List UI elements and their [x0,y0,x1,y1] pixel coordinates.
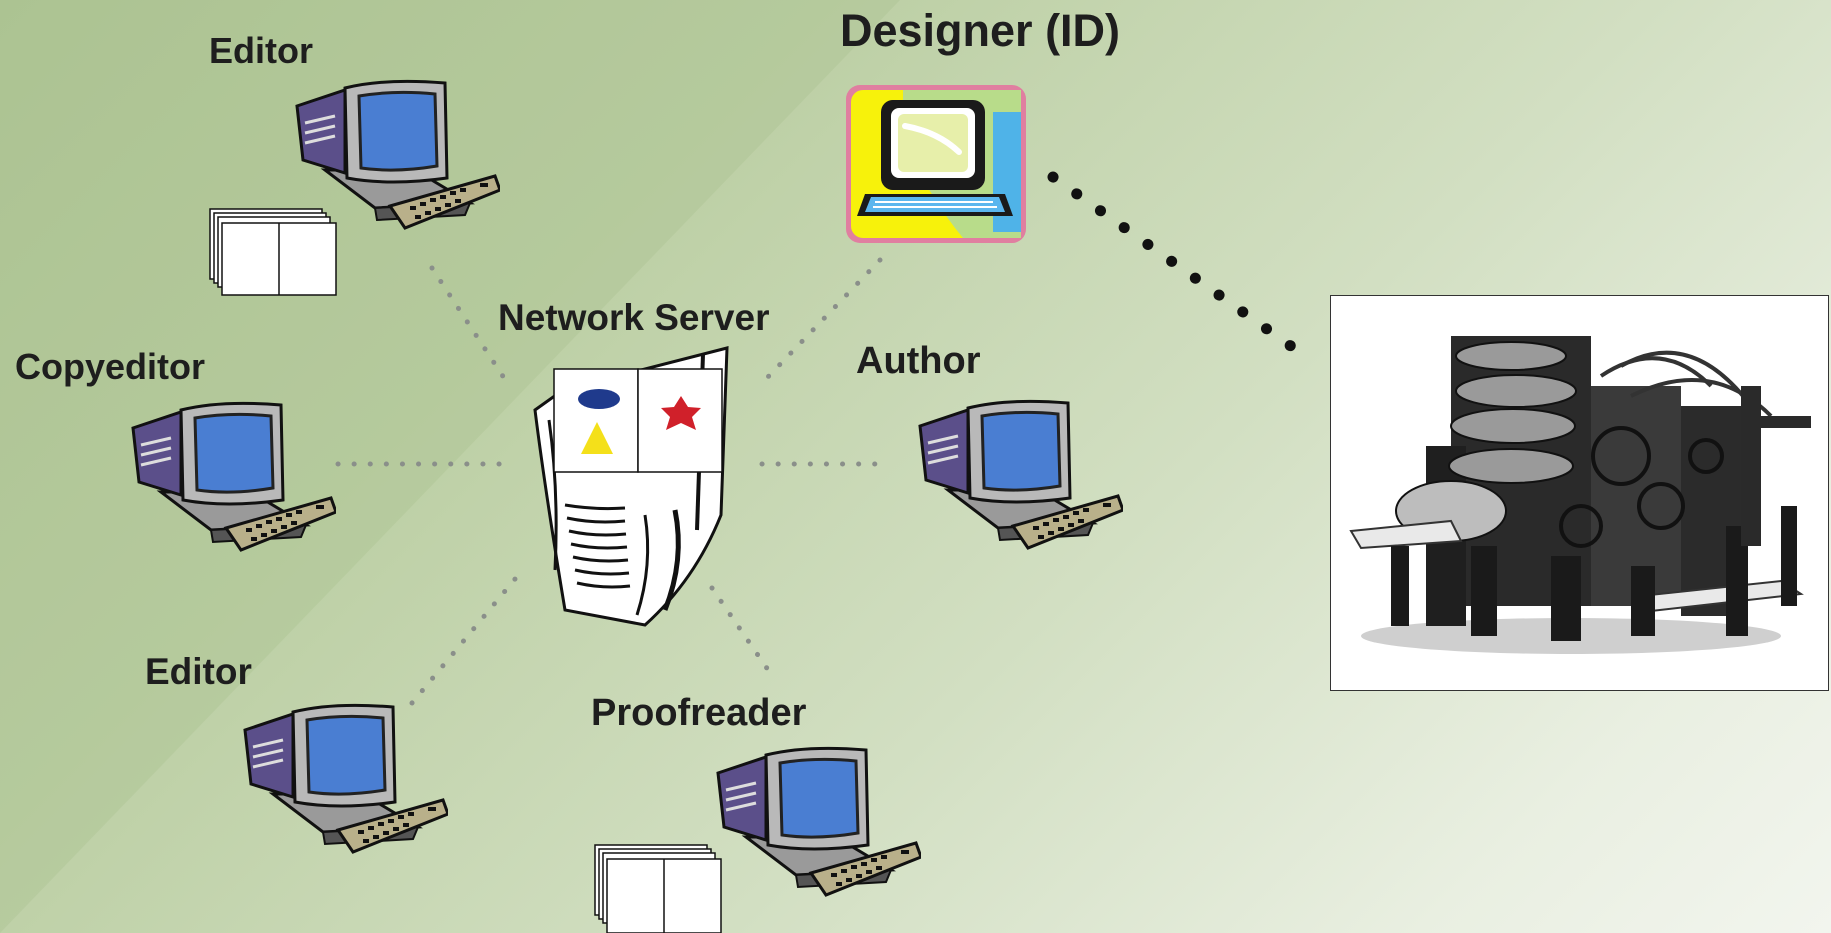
computer-icon [131,400,336,562]
link-designer-press [1047,171,1308,360]
label-editor-bottom: Editor [145,651,252,692]
label-designer: Designer (ID) [840,5,1121,56]
link-proofreader [709,585,778,683]
computer-icon [716,745,921,907]
label-author: Author [856,340,981,382]
laptop-icon [843,82,1029,247]
document-stack-icon [593,843,723,933]
label-proofreader: Proofreader [591,692,807,734]
link-editor-bottom [409,564,528,706]
computer-icon [243,702,448,864]
triangle-shape [581,422,613,454]
label-network-server: Network Server [498,297,770,338]
ellipse-shape [578,389,620,409]
star-shape [661,396,701,430]
computer-icon [918,398,1123,560]
printing-press-icon [1330,295,1829,691]
shapes-card [553,368,723,473]
link-editor-top [429,265,511,387]
computer-icon [295,78,500,240]
label-copyeditor: Copyeditor [15,346,206,387]
document-stack-icon [208,207,338,297]
label-editor-top: Editor [209,30,313,71]
